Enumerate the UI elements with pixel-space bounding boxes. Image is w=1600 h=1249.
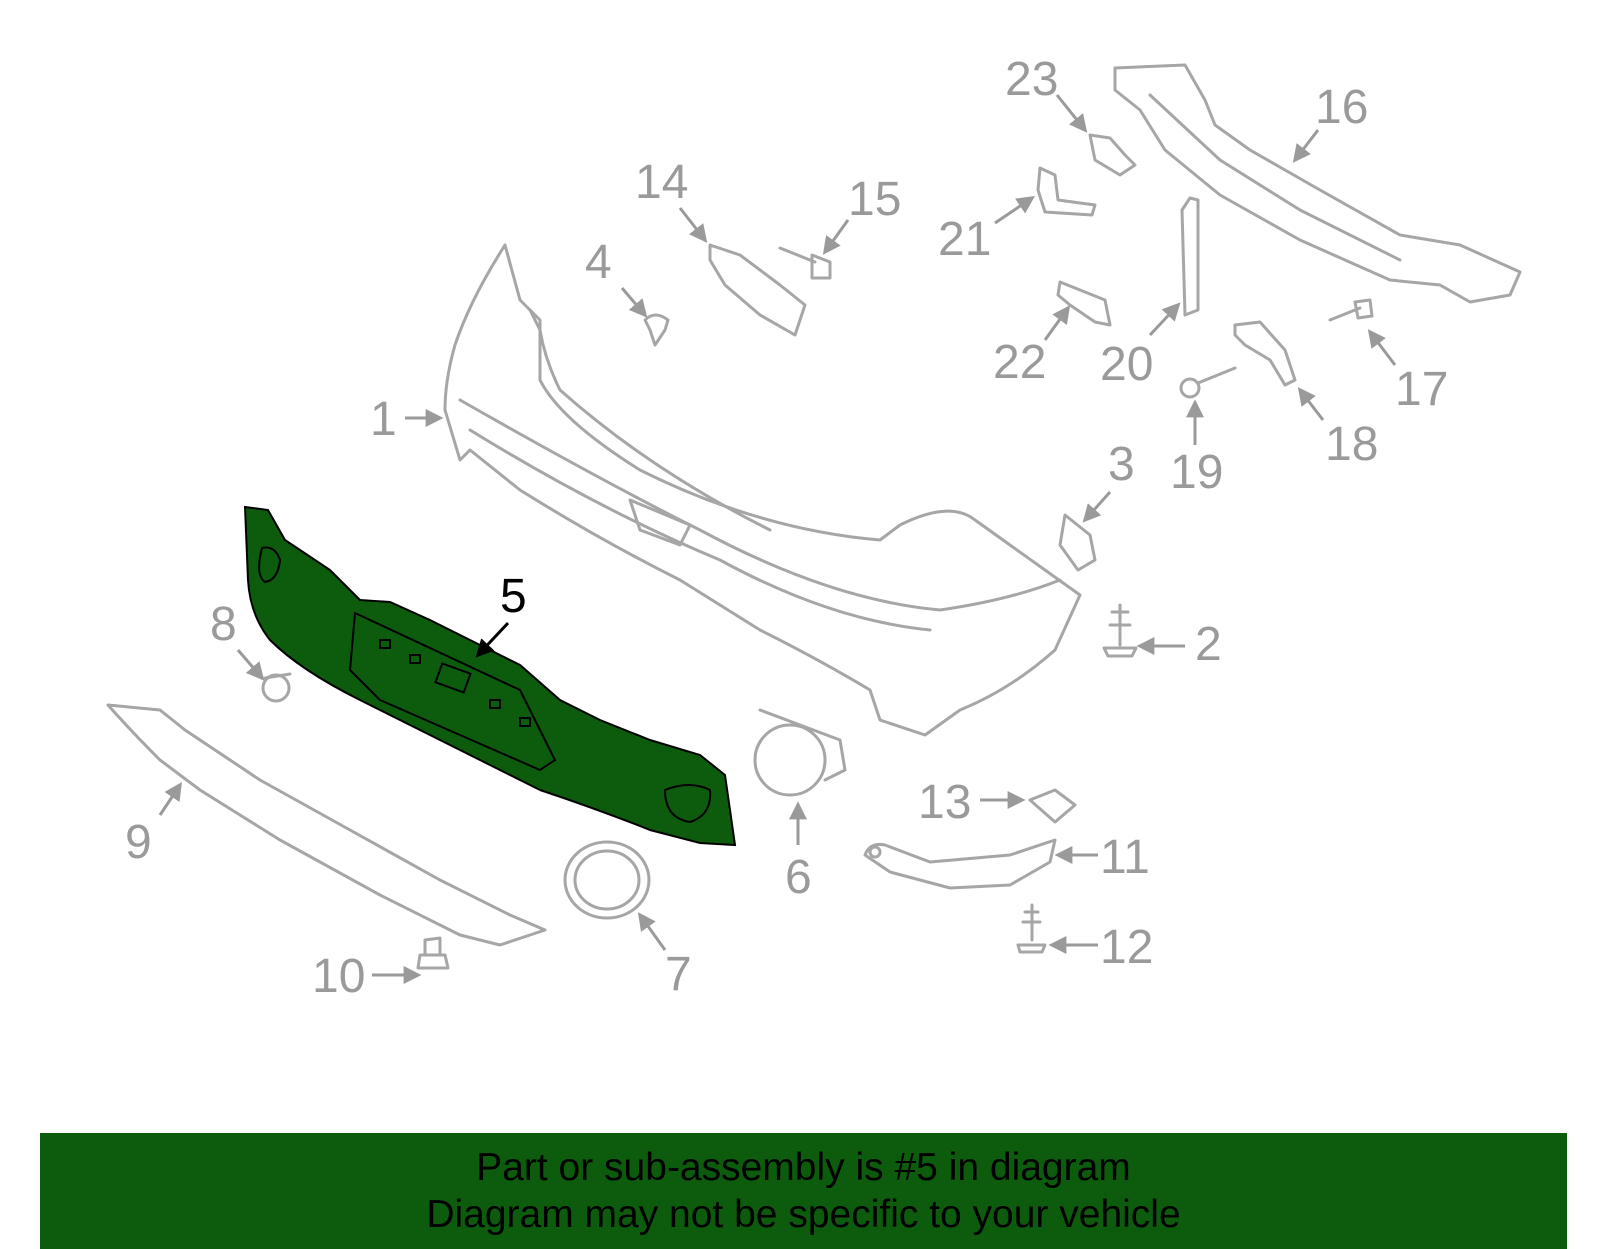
callout-22: 22 <box>993 336 1046 389</box>
callout-21: 21 <box>938 213 991 266</box>
callout-6: 6 <box>785 851 812 904</box>
part-8-clip <box>261 672 292 703</box>
callout-13: 13 <box>918 776 971 829</box>
callout-14: 14 <box>635 156 688 209</box>
callout-arrows <box>158 94 1397 984</box>
callout-10: 10 <box>312 950 365 1003</box>
callout-19: 19 <box>1170 446 1223 499</box>
callout-18: 18 <box>1325 418 1378 471</box>
part-3-retainer <box>1058 513 1097 572</box>
part-7-bezel-ring <box>563 840 651 920</box>
banner-line-2: Diagram may not be specific to your vehi… <box>426 1193 1181 1236</box>
callout-16: 16 <box>1315 81 1368 134</box>
part-6-fog-lamp <box>753 708 847 797</box>
info-banner: Part or sub-assembly is #5 in diagram Di… <box>40 1133 1567 1249</box>
callout-17: 17 <box>1395 363 1448 416</box>
part-9-reinforcement <box>106 703 547 947</box>
callout-5[interactable]: 5 <box>500 570 527 623</box>
part-5-bumper-valance[interactable] <box>243 505 737 847</box>
part-18-bracket <box>1233 320 1297 387</box>
part-20-bracket <box>1180 196 1200 317</box>
banner-line-1: Part or sub-assembly is #5 in diagram <box>476 1146 1131 1189</box>
callout-11: 11 <box>1100 831 1150 884</box>
part-19-screw <box>1179 366 1237 399</box>
callout-3: 3 <box>1108 438 1135 491</box>
part-1-bumper-cover <box>443 243 1082 737</box>
callout-12: 12 <box>1100 921 1153 974</box>
part-11-side-bracket <box>863 838 1057 890</box>
part-13-nut <box>1028 788 1077 824</box>
callout-4: 4 <box>585 236 612 289</box>
part-15-bolt <box>778 246 832 280</box>
callout-labels: 1 2 3 4 5 6 7 8 9 10 11 12 13 14 15 16 1… <box>125 53 1448 1003</box>
callout-1: 1 <box>370 393 397 446</box>
callout-23: 23 <box>1005 53 1058 106</box>
callout-15: 15 <box>848 173 901 226</box>
callout-9: 9 <box>125 816 152 869</box>
part-12-screw <box>1016 903 1047 954</box>
callout-8: 8 <box>210 598 237 651</box>
part-2-screw <box>1102 603 1138 658</box>
parts-diagram: 1 2 3 4 5 6 7 8 9 10 11 12 13 14 15 16 1… <box>106 53 1522 1003</box>
part-14-bracket <box>708 243 807 337</box>
part-17-bolt <box>1328 298 1374 322</box>
callout-2: 2 <box>1195 618 1222 671</box>
part-10-bolt <box>416 936 450 970</box>
part-23-bracket <box>1088 133 1137 177</box>
part-22-bracket <box>1056 280 1112 327</box>
part-21-bracket <box>1036 166 1097 217</box>
part-4-push-clip <box>643 313 670 347</box>
callout-7: 7 <box>665 948 692 1001</box>
callout-20: 20 <box>1100 338 1153 391</box>
part-16-reinforcement <box>1113 63 1522 304</box>
